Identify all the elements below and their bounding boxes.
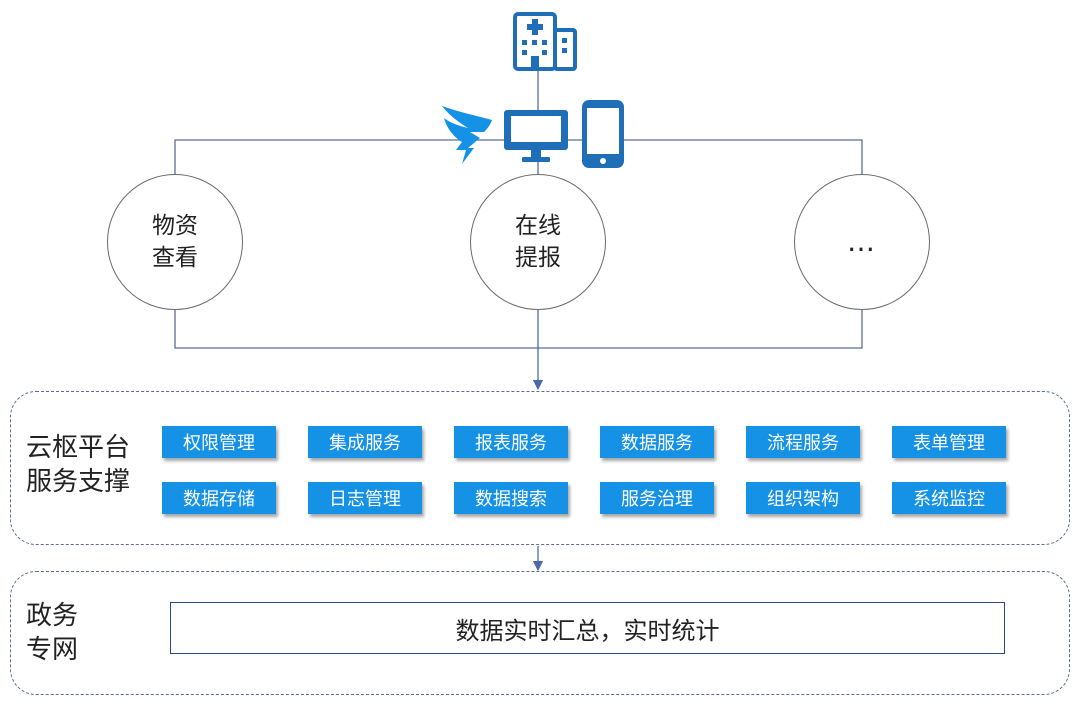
service-integration[interactable]: 集成服务 xyxy=(308,426,422,458)
service-log-management[interactable]: 日志管理 xyxy=(308,482,422,514)
smartphone-icon xyxy=(582,100,624,168)
desktop-monitor-icon xyxy=(504,110,568,162)
network-title-line: 专网 xyxy=(26,635,79,665)
service-data-search[interactable]: 数据搜索 xyxy=(454,482,568,514)
platform-panel xyxy=(10,391,1070,545)
service-permission-management[interactable]: 权限管理 xyxy=(162,426,276,458)
app-circle-label: 提报 xyxy=(515,245,561,271)
app-circle-label: 在线 xyxy=(515,213,561,239)
service-governance[interactable]: 服务治理 xyxy=(600,482,714,514)
service-form-management[interactable]: 表单管理 xyxy=(892,426,1006,458)
service-org-structure[interactable]: 组织架构 xyxy=(746,482,860,514)
hospital-icon xyxy=(513,12,577,71)
service-workflow[interactable]: 流程服务 xyxy=(746,426,860,458)
platform-title-line: 服务支撑 xyxy=(26,467,131,497)
network-title-line: 政务 xyxy=(26,601,79,631)
service-data[interactable]: 数据服务 xyxy=(600,426,714,458)
app-circle-more[interactable]: … xyxy=(794,174,930,310)
service-system-monitoring[interactable]: 系统监控 xyxy=(892,482,1006,514)
service-reporting[interactable]: 报表服务 xyxy=(454,426,568,458)
realtime-summary-bar: 数据实时汇总，实时统计 xyxy=(170,602,1005,654)
app-circle-label: 查看 xyxy=(152,245,198,271)
app-circle-ellipsis: … xyxy=(847,225,877,258)
app-circle-label: 物资 xyxy=(152,213,198,239)
network-title: 政务 专网 xyxy=(26,599,78,667)
app-circle-online-report[interactable]: 在线 提报 xyxy=(470,174,606,310)
service-data-storage[interactable]: 数据存储 xyxy=(162,482,276,514)
app-circle-materials[interactable]: 物资 查看 xyxy=(107,174,243,310)
platform-title: 云枢平台 服务支撑 xyxy=(26,431,130,499)
platform-title-line: 云枢平台 xyxy=(26,433,131,463)
dingtalk-icon xyxy=(442,106,492,164)
